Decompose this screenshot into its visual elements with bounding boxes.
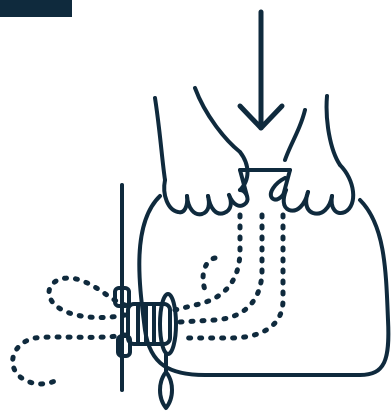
dashed-air-path-icon bbox=[172, 212, 286, 341]
valve-icon bbox=[113, 286, 178, 410]
right-hand-icon bbox=[268, 94, 356, 216]
escaping-air-path bbox=[10, 275, 128, 387]
corner-tab-shape bbox=[0, 0, 72, 17]
down-arrow-icon bbox=[237, 9, 285, 131]
pouch-bag-icon bbox=[137, 194, 391, 377]
left-hand-icon bbox=[153, 86, 250, 217]
